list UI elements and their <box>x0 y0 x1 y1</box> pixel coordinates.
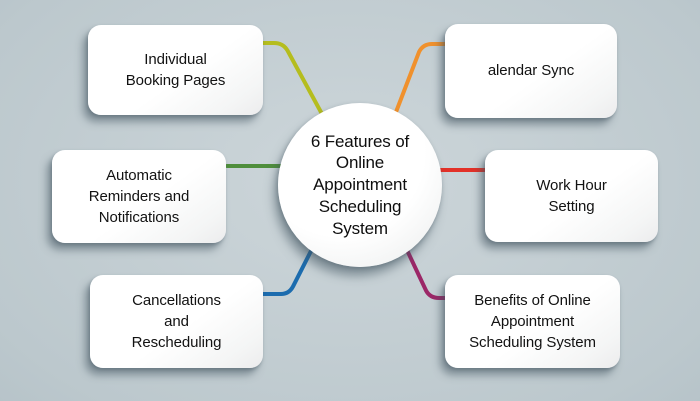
center-circle: 6 Features of Online Appointment Schedul… <box>278 103 442 267</box>
node-calendar-sync: alendar Sync <box>445 24 617 118</box>
connector-calendar-sync <box>394 42 447 114</box>
connector-cancellations-and-rescheduling <box>261 247 314 296</box>
node-benefits-of-online-appointment-scheduling-system: Benefits of Online Appointment Schedulin… <box>445 275 620 368</box>
node-label: alendar Sync <box>487 62 575 80</box>
connector-benefits-of-online-appointment-scheduling-system <box>404 246 447 300</box>
node-label: Automatic Reminders and Notifications <box>88 166 190 227</box>
node-automatic-reminders-and-notifications: Automatic Reminders and Notifications <box>52 150 226 243</box>
node-label: Individual Booking Pages <box>125 50 226 89</box>
node-label: Benefits of Online Appointment Schedulin… <box>469 291 596 352</box>
node-label: Work Hour Setting <box>536 176 607 215</box>
connector-individual-booking-pages <box>261 41 324 116</box>
node-individual-booking-pages: Individual Booking Pages <box>88 25 263 115</box>
center-title: 6 Features of Online Appointment Schedul… <box>310 131 410 238</box>
node-work-hour-setting: Work Hour Setting <box>485 150 658 242</box>
node-label: Cancellations and Rescheduling <box>131 291 222 352</box>
node-cancellations-and-rescheduling: Cancellations and Rescheduling <box>90 275 263 368</box>
